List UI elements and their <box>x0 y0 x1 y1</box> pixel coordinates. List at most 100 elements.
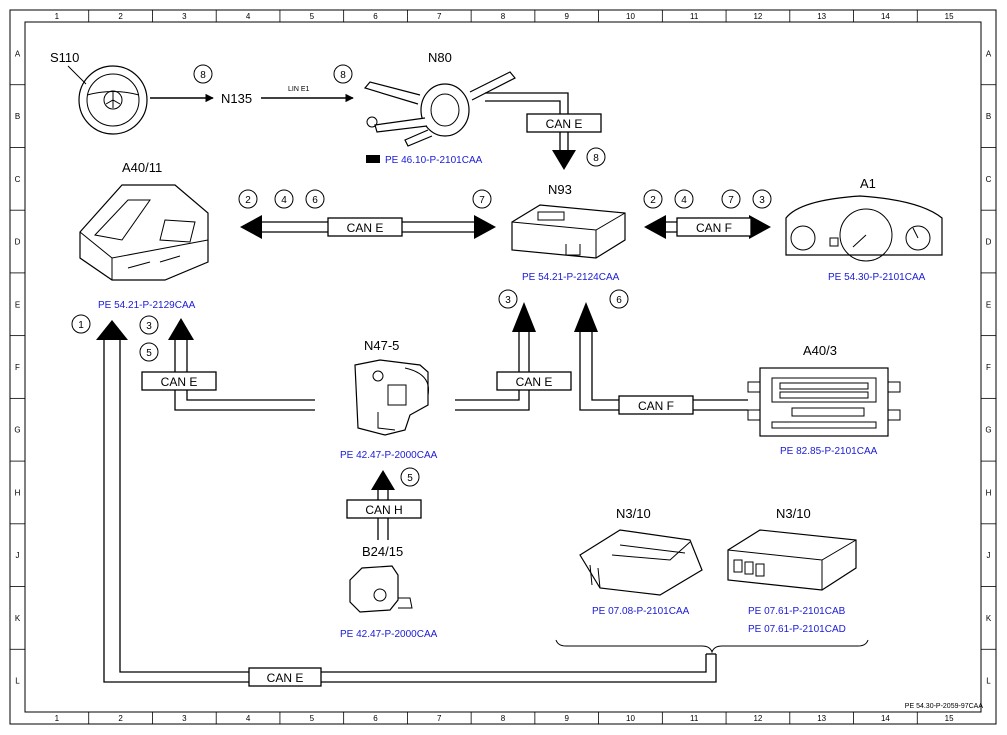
grid-col-label-top: 13 <box>817 12 826 21</box>
grid-row-label-right: E <box>986 300 991 309</box>
component-n3-10-b: N3/10 <box>776 506 811 521</box>
grid-row-label-right: F <box>986 363 991 372</box>
circle-left-5: 5 <box>146 348 152 359</box>
component-b24-15: B24/15 <box>362 544 403 559</box>
grid-col-label-bottom: 15 <box>945 714 954 723</box>
ref-n80: PE 46.10-P-2101CAA <box>385 155 483 166</box>
component-n47-5: N47-5 <box>364 338 399 353</box>
grid-col-label-bottom: 10 <box>626 714 635 723</box>
component-a40-11: A40/11 <box>122 160 162 175</box>
grid-col-label-top: 9 <box>565 12 570 21</box>
bus-can-f-right: CAN F <box>638 399 674 413</box>
grid-row-label-right: H <box>986 488 992 497</box>
grid-row-label-right: J <box>987 551 991 560</box>
steering-column-module-icon <box>363 71 516 147</box>
circle-a40-2: 2 <box>245 195 251 206</box>
bus-can-e-top: CAN E <box>347 221 384 235</box>
grid-col-label-top: 7 <box>437 12 442 21</box>
steering-wheel-icon <box>78 65 148 135</box>
grid-row-label-left: C <box>15 175 21 184</box>
grid-col-label-bottom: 5 <box>310 714 315 723</box>
grid-row-label-left: F <box>15 363 20 372</box>
grid-col-label-top: 6 <box>373 12 378 21</box>
ref-n3-10-a: PE 07.08-P-2101CAA <box>592 606 690 617</box>
grid-row-label-right: K <box>986 614 992 623</box>
grid-row-label-left: K <box>15 614 21 623</box>
ref-b24-15: PE 42.47-P-2000CAA <box>340 629 438 640</box>
circle-a1-3: 3 <box>759 195 765 206</box>
component-n135: N135 <box>221 91 252 106</box>
grid-col-label-top: 4 <box>246 12 251 21</box>
bus-can-e-bottom: CAN E <box>267 671 304 685</box>
grid-col-label-bottom: 3 <box>182 714 187 723</box>
grid-row-label-right: G <box>985 426 991 435</box>
grid-col-label-top: 2 <box>118 12 123 21</box>
grid-row-label-left: G <box>14 426 20 435</box>
grid-row-label-left: D <box>15 238 21 247</box>
circle-n47-5: 5 <box>407 473 413 484</box>
grid-col-label-top: 10 <box>626 12 635 21</box>
circle-a1-4: 4 <box>681 195 687 206</box>
grid-row-label-left: A <box>15 49 21 58</box>
circle-left-3: 3 <box>146 321 152 332</box>
circle-n135-n80: 8 <box>340 70 346 81</box>
bus-can-e-n80: CAN E <box>546 117 583 131</box>
engine-control-unit-diesel-icon <box>727 529 857 591</box>
grid-col-label-top: 3 <box>182 12 187 21</box>
circle-a1-7: 7 <box>728 195 734 206</box>
grid-col-label-bottom: 7 <box>437 714 442 723</box>
grid-row-label-right: L <box>986 677 991 686</box>
component-n93: N93 <box>548 182 572 197</box>
grid-col-label-bottom: 1 <box>55 714 60 723</box>
grid-col-label-bottom: 13 <box>817 714 826 723</box>
ref-a40-11: PE 54.21-P-2129CAA <box>98 300 196 311</box>
audio-unit-icon <box>747 367 901 437</box>
instrument-cluster-icon <box>785 195 943 262</box>
ref-n93: PE 54.21-P-2124CAA <box>522 272 620 283</box>
grid-col-label-bottom: 9 <box>565 714 570 723</box>
grid-col-label-bottom: 8 <box>501 714 506 723</box>
component-n3-10-a: N3/10 <box>616 506 651 521</box>
circle-n93-6: 6 <box>616 295 622 306</box>
component-a1: A1 <box>860 176 876 191</box>
grid-col-label-top: 8 <box>501 12 506 21</box>
bus-can-e-left: CAN E <box>161 375 198 389</box>
circle-n80-n93: 8 <box>593 153 599 164</box>
grid-row-label-left: J <box>16 551 20 560</box>
circle-a40-6: 6 <box>312 195 318 206</box>
circle-left-1: 1 <box>78 320 84 331</box>
grid-col-label-bottom: 6 <box>373 714 378 723</box>
grid-row-label-left: B <box>15 112 20 121</box>
grid-col-label-bottom: 14 <box>881 714 890 723</box>
grid-col-label-top: 15 <box>945 12 954 21</box>
central-gateway-icon <box>511 204 626 259</box>
grid-row-label-left: E <box>15 300 20 309</box>
grid-col-label-top: 11 <box>690 12 699 21</box>
component-s110: S110 <box>50 50 79 65</box>
circle-n93-3: 3 <box>505 295 511 306</box>
grid-col-label-top: 12 <box>753 12 762 21</box>
grid-col-label-bottom: 11 <box>690 714 699 723</box>
grid-col-label-bottom: 4 <box>246 714 251 723</box>
reference-icon <box>366 155 380 163</box>
bus-can-h: CAN H <box>365 503 402 517</box>
grid-col-label-top: 14 <box>881 12 890 21</box>
grid-row-label-right: D <box>986 238 992 247</box>
grid-row-label-right: C <box>986 175 992 184</box>
ref-n3-10-b1: PE 07.61-P-2101CAB <box>748 606 846 617</box>
grid-col-label-top: 5 <box>310 12 315 21</box>
grid-row-label-left: H <box>15 488 21 497</box>
camera-module-icon <box>79 184 209 281</box>
circle-a1-2: 2 <box>650 195 656 206</box>
ref-a1: PE 54.30-P-2101CAA <box>828 272 926 283</box>
esp-control-unit-icon <box>354 359 430 436</box>
grid-col-label-bottom: 2 <box>118 714 123 723</box>
circle-a40-4: 4 <box>281 195 287 206</box>
bus-can-f-top: CAN F <box>696 221 732 235</box>
grid-col-label-top: 1 <box>55 12 60 21</box>
engine-control-unit-icon <box>579 529 703 596</box>
footer-ref: PE 54.30-P-2059-97CAA <box>905 703 984 710</box>
